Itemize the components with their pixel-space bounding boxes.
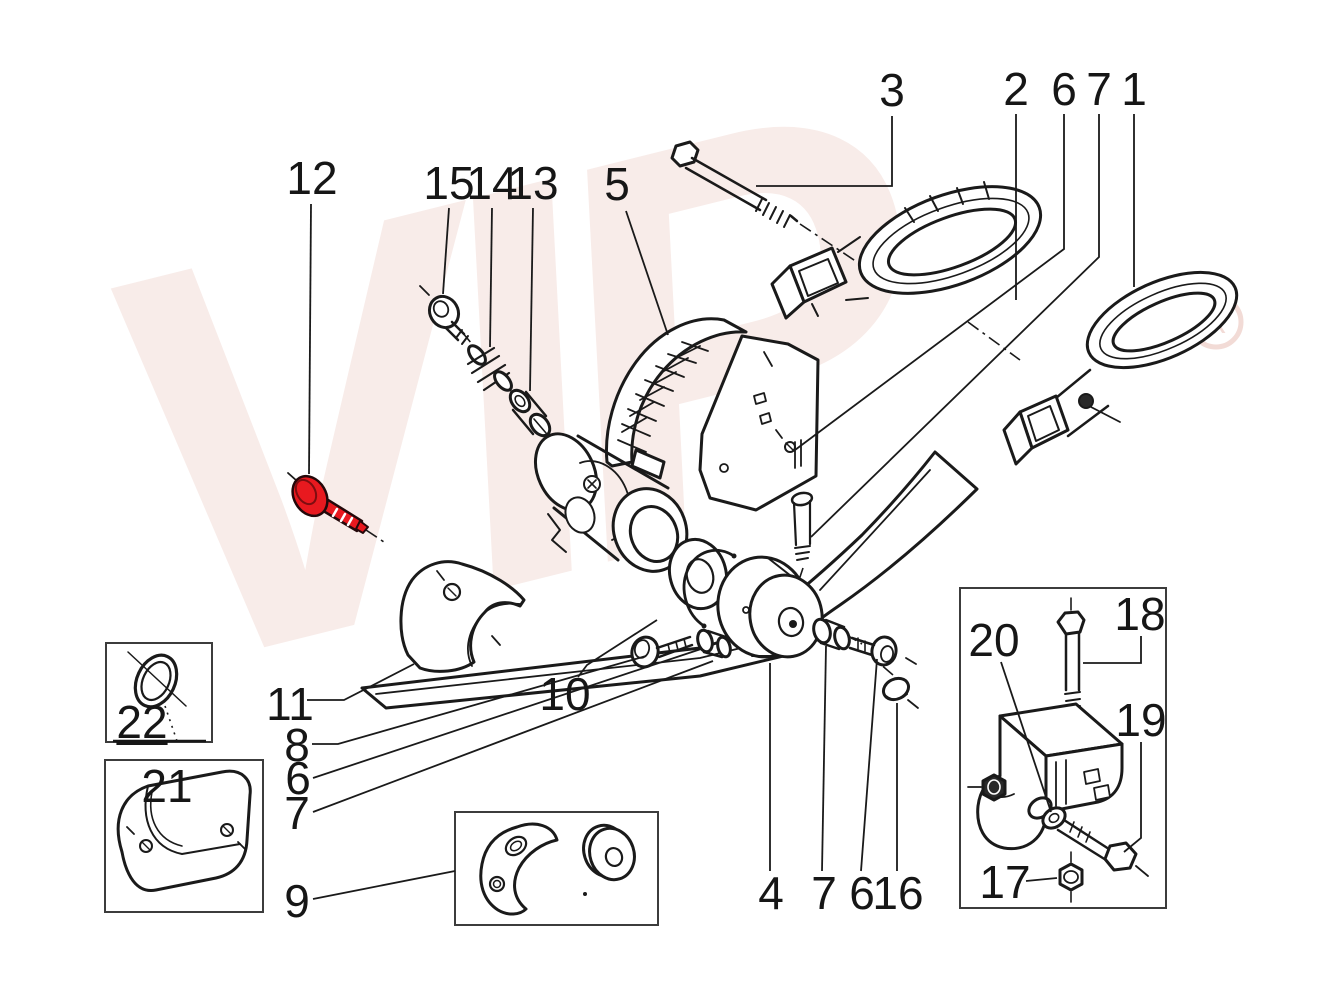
callout-13: 13 (507, 157, 559, 209)
serrated-cover-5 (606, 319, 746, 478)
callout-3: 3 (879, 64, 905, 116)
handle-2 (772, 165, 1055, 318)
leader-6-bottom (861, 659, 877, 871)
handle-1 (1004, 253, 1251, 464)
leader-6-top (795, 114, 1064, 450)
callout-10: 10 (539, 668, 591, 720)
leader-17 (1026, 878, 1057, 881)
callout-18: 18 (1114, 588, 1166, 640)
leader-11 (307, 664, 414, 700)
axle-screw-left-8 (629, 634, 692, 670)
leader-3 (756, 116, 892, 186)
leader-18 (1083, 636, 1141, 663)
leader-20 (1001, 662, 1051, 812)
callout-7-bottom: 7 (811, 867, 837, 919)
leader-9 (313, 871, 455, 899)
leader-10 (578, 620, 657, 677)
callout-11: 11 (266, 678, 314, 730)
cover-shield-11 (401, 562, 524, 672)
pivot-stud-screws (776, 430, 813, 560)
leader-6-left (313, 649, 701, 778)
callout-6-top: 6 (1051, 63, 1077, 115)
leader-13 (530, 208, 533, 391)
bolt-diagonal-19 (1058, 820, 1148, 876)
detail-box-17-20 (960, 588, 1166, 908)
callout-19: 19 (1115, 694, 1167, 746)
body-cylinder (524, 424, 698, 582)
bushing-right-7 (811, 617, 851, 650)
cam-crescent-9 (481, 824, 557, 914)
callout-6-bottom: 6 (849, 867, 875, 919)
callout-12: 12 (286, 152, 338, 204)
callout-4: 4 (758, 867, 784, 919)
callout-7-top: 7 (1086, 63, 1112, 115)
bushing-left-6 (695, 629, 732, 659)
leader-15 (443, 208, 449, 294)
callout-14: 14 (466, 157, 518, 209)
detail-box-9 (455, 812, 658, 925)
callout-15: 15 (423, 157, 475, 209)
bolt-3 (672, 142, 797, 227)
axle-screw-right-6 (850, 635, 916, 667)
nut-17 (1060, 852, 1082, 902)
detail-box-21 (105, 760, 263, 912)
roller-disc-9 (577, 819, 641, 896)
leader-5 (626, 211, 668, 335)
o-ring-22 (127, 648, 186, 713)
dome-screw-16 (880, 674, 918, 708)
leader-lines (307, 114, 1141, 899)
pulley-4 (710, 550, 829, 664)
leader-7-left (313, 661, 713, 812)
callout-20: 20 (968, 614, 1020, 666)
callout-5: 5 (604, 158, 630, 210)
highlighted-screw-12 (286, 470, 368, 533)
callout-9: 9 (284, 875, 310, 927)
callout-21: 21 (141, 760, 193, 812)
body-side-plate (700, 336, 818, 510)
leader-7-bottom (822, 646, 826, 871)
washer-stack-20 (1025, 794, 1069, 833)
callout-22: 22 (116, 696, 168, 748)
callout-1: 1 (1121, 63, 1147, 115)
leader-8 (312, 656, 646, 744)
leader-19 (1124, 742, 1141, 852)
callout-8: 8 (284, 719, 310, 771)
leader-7-top (811, 114, 1099, 537)
washer-and-circlip-10 (662, 533, 737, 629)
half-shell-21 (118, 771, 250, 890)
callout-6-left: 6 (285, 752, 311, 804)
handle-1-nut (1079, 394, 1093, 408)
callout-16: 16 (872, 867, 924, 919)
callout-2: 2 (1003, 63, 1029, 115)
callout-7-left: 7 (284, 787, 310, 839)
leader-12 (309, 204, 311, 474)
spring-14 (465, 343, 514, 394)
bushing-13 (506, 387, 553, 440)
leader-14 (490, 208, 492, 347)
callout-17: 17 (979, 856, 1031, 908)
nut-left-20 (968, 775, 1005, 800)
screw-15 (420, 286, 468, 344)
inset-boxes (105, 588, 1166, 925)
